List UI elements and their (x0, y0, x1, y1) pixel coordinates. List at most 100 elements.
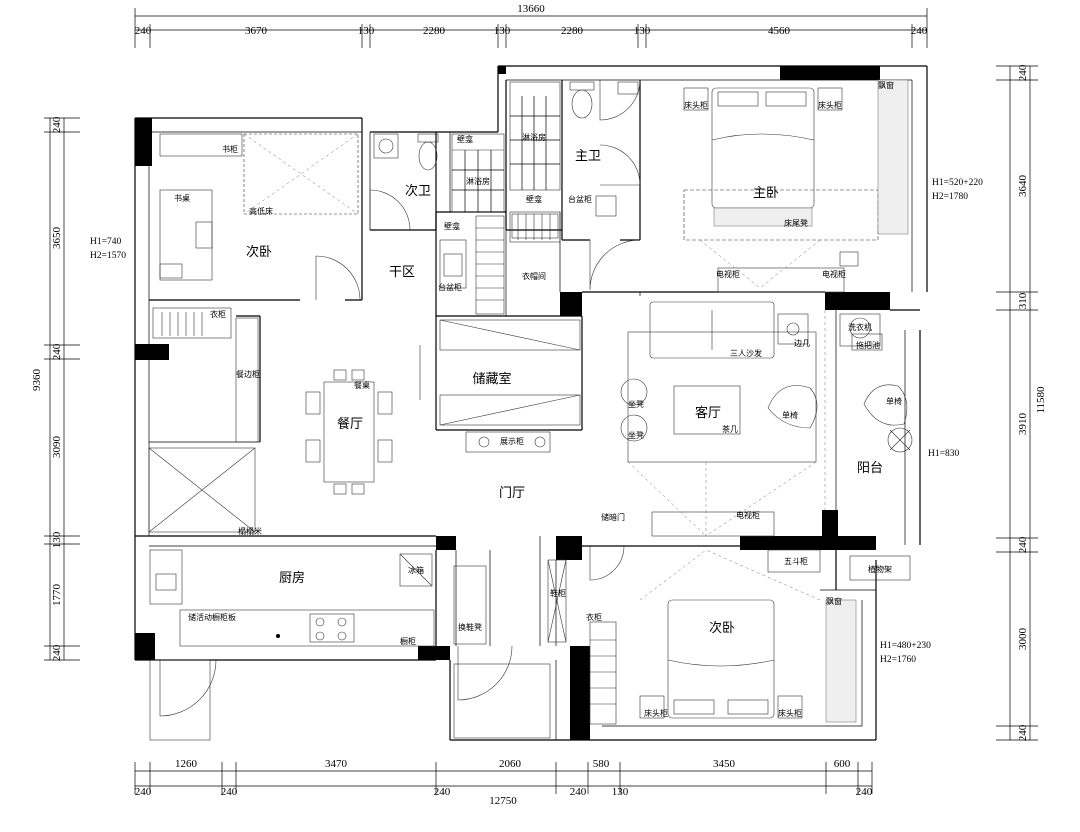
dim-right-seg: 240 (1017, 64, 1029, 81)
note-right-bot-h1: H1=480+230 (880, 641, 931, 651)
second-bedroom-top-furniture (152, 133, 359, 339)
room-foyer: 门厅 (499, 486, 525, 501)
label-sofa: 三人沙发 (730, 348, 762, 358)
dim-bottom-lower: 240 (135, 786, 152, 798)
label-tv-cabinet: 电视柜 (736, 510, 760, 520)
foyer-furniture (453, 559, 567, 739)
label-side-table: 边几 (794, 338, 810, 348)
storage-cloakroom-furniture (439, 213, 581, 453)
dimension-right: 240 3640 310 3910 240 3000 240 11580 (996, 64, 1047, 741)
label-wardrobe-left: 衣柜 (210, 309, 226, 319)
label-bay-window: 飘窗 (826, 596, 842, 606)
dim-bottom-lower: 240 (434, 786, 451, 798)
label-bedside: 床头柜 (778, 708, 802, 718)
label-niche: 壁龛 (526, 194, 542, 204)
label-bedside: 床头柜 (684, 100, 708, 110)
label-washer: 洗衣机 (848, 322, 872, 332)
room-second-bedroom-bottom: 次卧 (709, 620, 735, 636)
furniture-labels: 书柜 书桌 高低床 衣柜 壁龛 淋浴房 壁龛 台盆柜 淋浴房 壁龛 台盆柜 壁龛… (174, 80, 902, 718)
label-tv-cabinet: 电视柜 (822, 269, 846, 279)
room-master-bath: 主卫 (575, 149, 601, 164)
room-living: 客厅 (695, 405, 721, 421)
room-dry-area: 干区 (389, 265, 415, 280)
dim-top-overall: 13660 (517, 3, 545, 15)
dim-top-seg: 240 (911, 25, 928, 37)
dim-bottom-overall: 12750 (489, 795, 517, 807)
label-shoe-cabinet: 鞋柜 (550, 588, 566, 598)
label-bed-bench: 床尾凳 (784, 218, 808, 228)
label-bay-window: 飘窗 (878, 80, 894, 90)
dim-right-overall: 11580 (1035, 386, 1047, 414)
label-sideboard: 餐边柜 (236, 369, 260, 379)
dim-bottom-upper: 1260 (175, 758, 198, 770)
label-bedside: 床头柜 (818, 100, 842, 110)
label-stool: 坐凳 (628, 399, 644, 409)
note-right-top-h2: H2=1780 (932, 192, 968, 202)
dimension-top: 13660 240 3670 130 2280 130 2280 130 456… (134, 3, 928, 48)
master-bath-fixtures (509, 81, 639, 243)
dimension-left: 9360 240 3650 240 3090 130 1770 240 (31, 116, 80, 661)
balcony-furniture (839, 313, 913, 581)
label-bookshelf: 书柜 (222, 144, 238, 154)
label-cabinet: 橱柜 (400, 636, 416, 646)
dim-right-seg: 240 (1017, 724, 1029, 741)
dim-right-seg: 310 (1017, 292, 1029, 309)
label-dining-table: 餐桌 (354, 380, 370, 390)
dim-top-seg: 4560 (768, 25, 791, 37)
label-movable-cabinet: 储活动橱柜板 (188, 612, 236, 622)
dim-top-seg: 2280 (423, 25, 446, 37)
dim-bottom-upper: 600 (834, 758, 851, 770)
structural-columns (135, 66, 890, 740)
dim-right-seg: 3910 (1017, 413, 1029, 436)
dim-top-seg: 3670 (245, 25, 268, 37)
note-right-bot-h2: H2=1760 (880, 655, 916, 665)
dim-bottom-upper: 2060 (499, 758, 522, 770)
label-tatami: 榻榻米 (238, 526, 262, 536)
living-furniture (620, 301, 818, 537)
label-plant-shelf: 植物架 (868, 564, 892, 574)
outer-walls (134, 65, 928, 741)
dim-left-seg: 240 (51, 116, 63, 133)
dim-top-seg: 130 (634, 25, 651, 37)
label-fridge: 冰箱 (408, 565, 424, 575)
label-tea-table: 茶几 (722, 424, 738, 434)
label-armchair: 单椅 (782, 410, 798, 420)
dim-left-seg: 1770 (51, 584, 63, 607)
label-basin: 台盆柜 (438, 282, 462, 292)
dim-left-seg: 130 (51, 531, 63, 548)
label-basin: 台盆柜 (568, 194, 592, 204)
label-shower: 淋浴房 (466, 176, 490, 186)
label-stool: 坐凳 (628, 430, 644, 440)
label-mop-pool: 拖把池 (856, 340, 880, 350)
room-master-bedroom: 主卧 (753, 186, 779, 201)
label-niche: 壁龛 (457, 134, 473, 144)
label-niche: 壁龛 (444, 221, 460, 231)
dim-right-seg: 240 (1017, 536, 1029, 553)
label-shower: 淋浴房 (522, 132, 546, 142)
dim-bottom-lower: 240 (221, 786, 238, 798)
note-right-mid-h1: H1=830 (928, 449, 959, 459)
room-balcony: 阳台 (857, 461, 883, 476)
master-bedroom-furniture (683, 79, 909, 293)
dimension-bottom: 1260 3470 2060 580 3450 600 240 240 240 … (134, 758, 873, 807)
dining-furniture (148, 317, 393, 533)
label-wardrobe-right: 衣柜 (586, 612, 602, 622)
second-bedroom-bottom-furniture (589, 549, 857, 725)
dim-top-seg: 130 (494, 25, 511, 37)
label-loft-bed: 高低床 (249, 206, 273, 216)
kitchen-furniture (149, 549, 435, 741)
dim-right-seg: 3640 (1017, 175, 1029, 198)
room-names: 次卧 次卫 主卫 主卧 干区 储藏室 餐厅 客厅 阳台 门厅 厨房 次卧 (246, 149, 883, 636)
label-shoe-bench: 换鞋凳 (458, 622, 482, 632)
label-tv-cabinet: 电视柜 (716, 269, 740, 279)
label-hidden-door: 储暗门 (601, 512, 625, 522)
room-kitchen: 厨房 (279, 570, 305, 586)
label-cloakroom: 衣帽间 (522, 271, 546, 281)
note-left-h1: H1=740 (90, 237, 121, 247)
dim-top-seg: 2280 (561, 25, 584, 37)
dim-left-overall: 9360 (31, 369, 43, 392)
height-notes: H1=740 H2=1570 H1=520+220 H2=1780 H1=830… (90, 178, 983, 665)
dim-right-seg: 3000 (1017, 628, 1029, 651)
dim-left-seg: 3090 (51, 436, 63, 459)
